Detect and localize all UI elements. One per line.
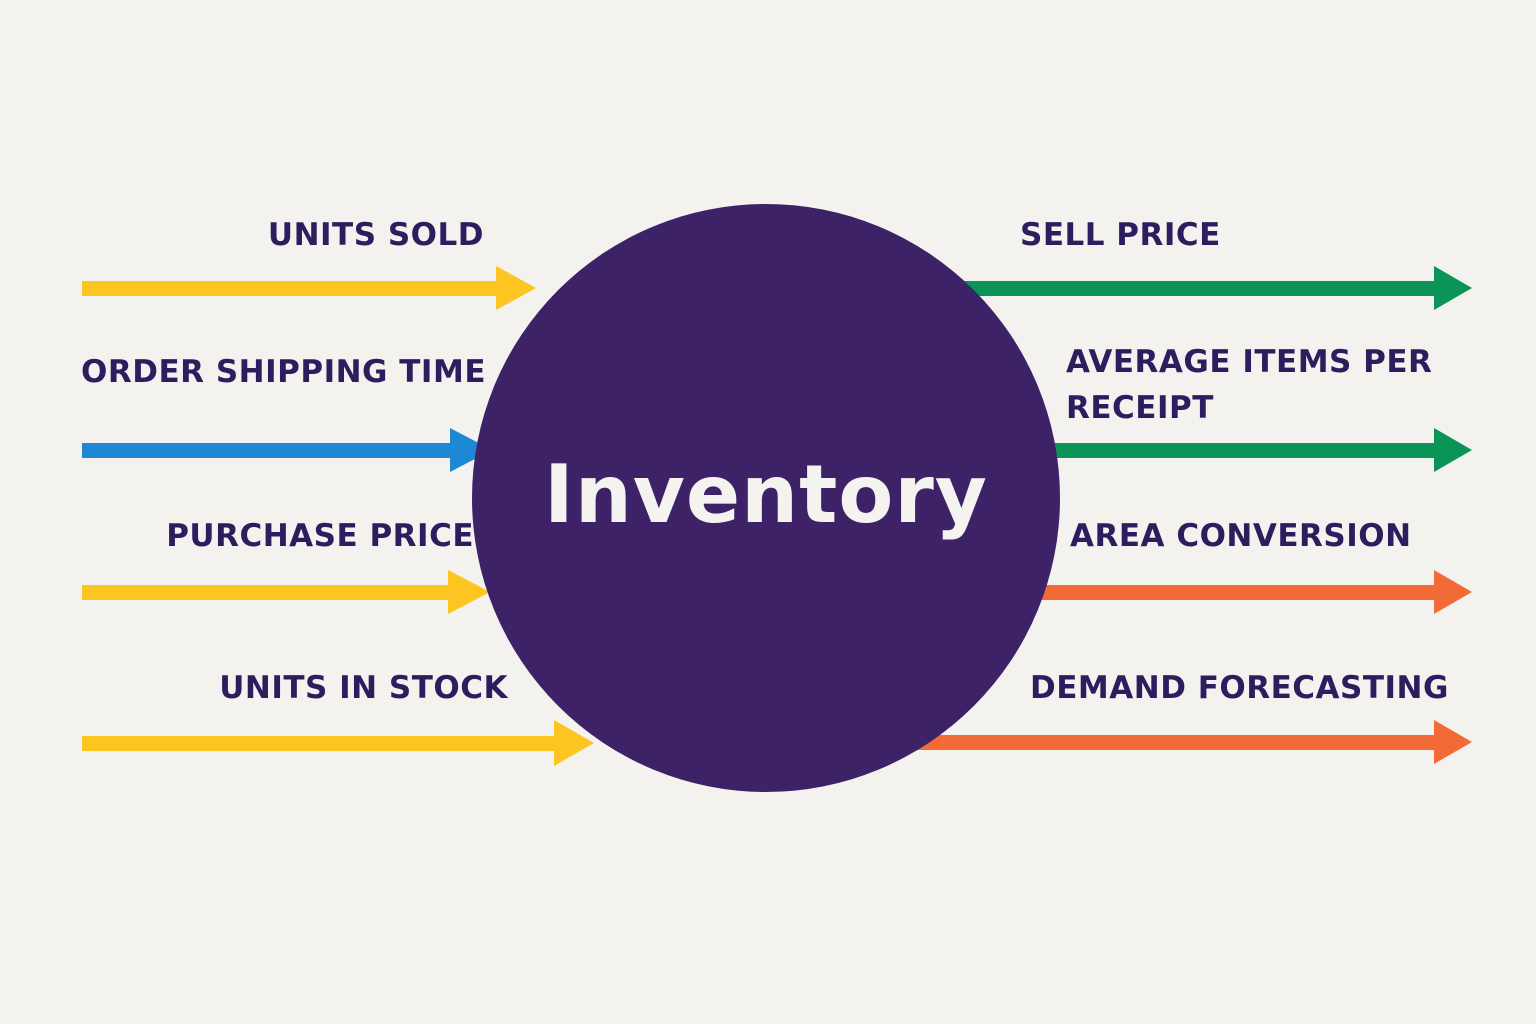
label-demand-forecasting: DEMAND FORECASTING (1030, 670, 1449, 706)
label-average-items-per-receipt-line2: RECEIPT (1066, 390, 1214, 426)
arrow-units-in-stock (82, 720, 594, 766)
label-average-items-per-receipt-line1: AVERAGE ITEMS PER (1066, 344, 1433, 380)
arrow-sell-price (900, 266, 1472, 310)
label-sell-price: SELL PRICE (1020, 217, 1221, 253)
label-purchase-price: PURCHASE PRICE (166, 518, 474, 554)
label-units-in-stock: UNITS IN STOCK (219, 670, 508, 706)
label-area-conversion: AREA CONVERSION (1070, 518, 1412, 554)
arrow-order-shipping-time (82, 428, 492, 472)
label-units-sold: UNITS SOLD (267, 217, 484, 253)
hub-label: Inventory (544, 447, 988, 541)
arrow-units-sold (82, 266, 536, 310)
label-order-shipping-time: ORDER SHIPPING TIME (81, 354, 486, 390)
inventory-hub-circle: Inventory (472, 204, 1060, 792)
arrow-purchase-price (82, 570, 490, 614)
arrow-demand-forecasting (900, 720, 1472, 764)
